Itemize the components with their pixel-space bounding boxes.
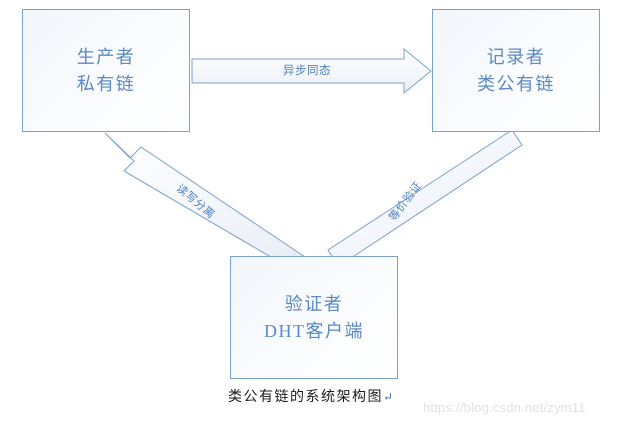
node-producer-line-2: 私有链	[76, 73, 136, 94]
node-recorder-line-2: 类公有链	[477, 73, 555, 94]
arrow-async-sync	[191, 47, 432, 95]
diagram-caption: 类公有链的系统架构图↵	[0, 386, 621, 406]
node-producer[interactable]: 生产者 私有链	[22, 9, 190, 132]
node-validator-line-2: DHT客户端	[264, 320, 364, 341]
node-recorder-line-1: 记录者	[486, 47, 546, 68]
watermark-url: https://blog.csdn.net/zym11	[423, 400, 586, 415]
node-producer-line-1: 生产者	[76, 47, 136, 68]
diagram-caption-text: 类公有链的系统架构图	[227, 390, 383, 405]
edge-label-async-sync: 异步同态	[283, 65, 331, 77]
node-validator-line-1: 验证者	[284, 294, 344, 315]
node-recorder[interactable]: 记录者 类公有链	[432, 9, 600, 132]
node-validator[interactable]: 验证者 DHT客户端	[230, 256, 398, 379]
paragraph-mark-icon: ↵	[382, 390, 394, 404]
